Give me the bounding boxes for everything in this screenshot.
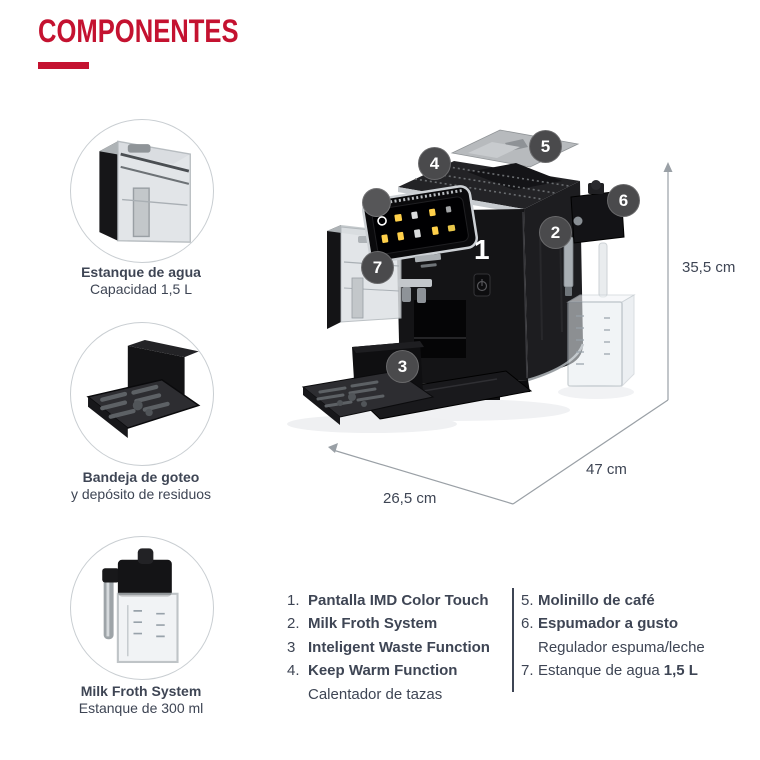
water-tank-caption: Estanque de agua Capacidad 1,5 L: [26, 264, 256, 298]
badge-4: 4: [418, 147, 451, 180]
legend-item-7-label: Estanque de agua: [538, 662, 660, 680]
legend-left-column: 1. Pantalla IMD Color Touch 2. Milk Froth …: [287, 589, 490, 706]
brand-logo: [414, 253, 442, 268]
milk-container-card: [70, 536, 214, 680]
power-button-icon: [473, 273, 491, 297]
legend-item-1-number: 1.: [287, 592, 300, 609]
drip-tray-subtitle: y depósito de residuos: [70, 486, 212, 502]
milk-container-title: Milk Froth System: [80, 683, 202, 699]
badge-6: 6: [607, 184, 640, 217]
legend-right-column: 5.Molinillo de café 6.Espumador a gusto …: [521, 589, 705, 683]
legend-item-2: 2. Milk Froth System: [287, 612, 490, 635]
milk-container-icon: [102, 548, 179, 664]
drip-tray-part: [301, 341, 533, 425]
dimension-lines: [332, 170, 669, 505]
arrow-left-icon: [328, 443, 338, 453]
badge-7: 7: [361, 251, 394, 284]
badge-5: 5: [529, 130, 562, 163]
drip-tray-caption: Bandeja de goteo y depósito de residuos: [26, 469, 256, 503]
legend-item-4: 4. Keep Warm Function: [287, 659, 490, 682]
drip-tray-icon: [86, 340, 201, 439]
legend-item-3: 3 Inteligent Waste Function: [287, 636, 490, 659]
coffee-spouts-icon: [398, 279, 432, 303]
legend-item-4-label: Keep Warm Function: [308, 662, 458, 680]
dimension-depth: 47 cm: [586, 461, 627, 478]
drip-tray-card: [70, 322, 214, 466]
arrow-up-icon: [663, 162, 673, 172]
clear-milk-cup: [566, 294, 636, 388]
legend-item-6: 6.Espumador a gusto: [521, 612, 705, 635]
legend-item-3-number: 3: [287, 638, 296, 656]
water-tank-title: Estanque de agua: [81, 264, 201, 280]
legend-item-5-number: 5.: [521, 592, 534, 609]
legend-item-6-label: Espumador a gusto: [538, 615, 679, 633]
water-tank-icon: [99, 140, 191, 243]
display-icons: [377, 206, 456, 243]
legend-item-6-subtext: Regulador espuma/leche: [538, 638, 705, 656]
legend-item-5: 5.Molinillo de café: [521, 589, 705, 612]
legend-item-1: 1. Pantalla IMD Color Touch: [287, 589, 490, 612]
dimension-width: 26,5 cm: [383, 490, 437, 507]
machine-body-right: [524, 181, 585, 382]
legend-item-7-bold: 1,5 L: [663, 662, 698, 680]
milk-container-caption: Milk Froth System Estanque de 300 ml: [26, 683, 256, 717]
legend-item-2-label: Milk Froth System: [308, 615, 438, 633]
legend-divider: [512, 588, 514, 692]
legend-item-1-label: Pantalla IMD Color Touch: [308, 592, 489, 609]
legend-item-4-sub: Calentador de tazas: [287, 683, 490, 706]
dimension-height: 35,5 cm: [682, 259, 736, 276]
legend-item-7-number: 7.: [521, 662, 534, 680]
legend-item-6-number: 6.: [521, 615, 534, 633]
water-tank-card: [70, 119, 214, 263]
drip-tray-title: Bandeja de goteo: [82, 469, 200, 485]
title-underline-dash: [38, 62, 89, 69]
front-numeral-1: 1: [474, 234, 490, 265]
legend-item-4-number: 4.: [287, 662, 300, 680]
legend-item-3-label: Inteligent Waste Function: [308, 638, 490, 656]
legend-item-6-sub: Regulador espuma/leche: [521, 636, 705, 659]
legend-item-2-number: 2.: [287, 615, 300, 633]
badge-2: 2: [539, 216, 572, 249]
badge-unlabeled: [362, 188, 391, 217]
page-title: COMPONENTES: [38, 13, 239, 49]
legend-item-5-label: Molinillo de café: [538, 592, 655, 609]
milk-container-subtitle: Estanque de 300 ml: [78, 700, 204, 716]
legend-item-4-subtext: Calentador de tazas: [308, 685, 443, 703]
badge-3: 3: [386, 350, 419, 383]
water-tank-subtitle: Capacidad 1,5 L: [90, 281, 192, 297]
